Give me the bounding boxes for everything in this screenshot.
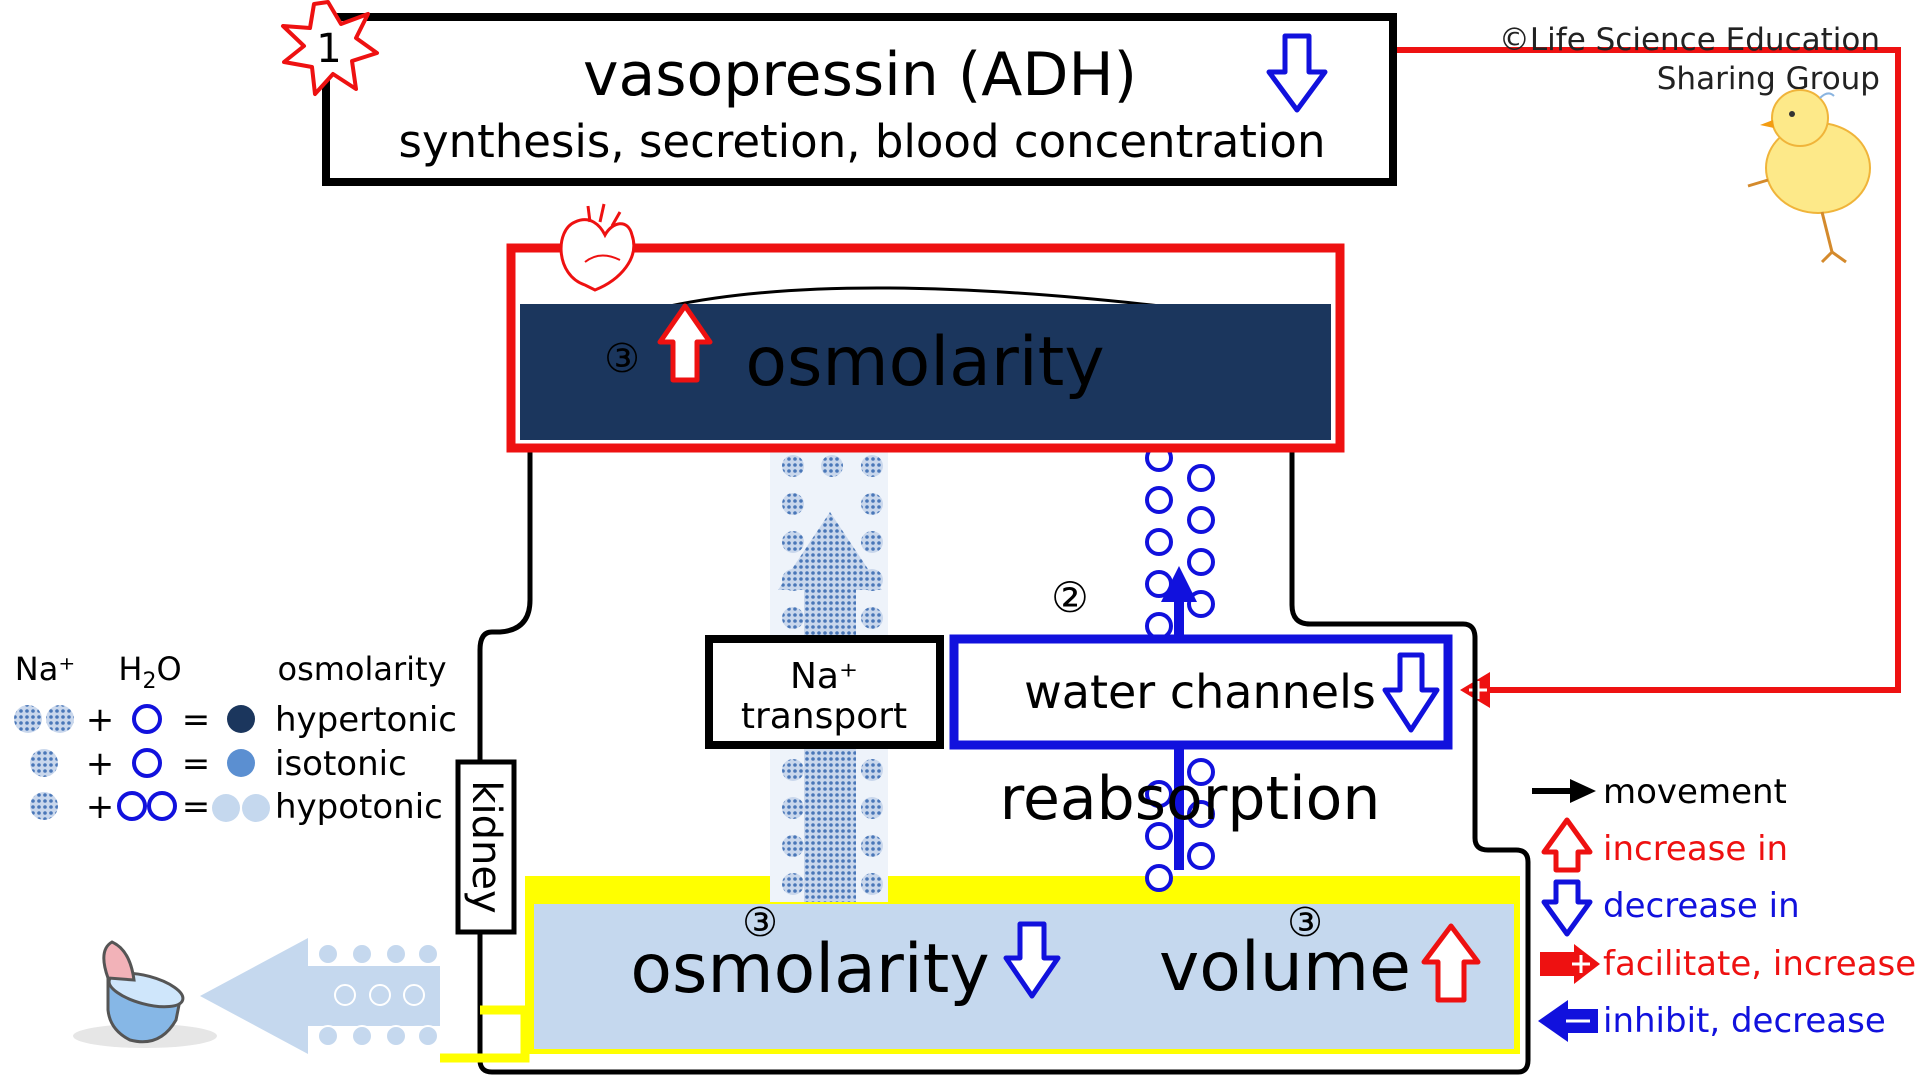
water-particle [1187,548,1215,576]
water-particle [1145,822,1173,850]
na-particle [861,531,883,553]
key-hypotonic: hypotonic [275,787,443,827]
water-particle [1145,612,1173,640]
water-circles [1145,444,1215,892]
blood-meniscus [669,286,1161,308]
urine-osmolarity-label: osmolarity [630,930,989,1009]
na-transport-label-line2: transport [741,696,907,737]
water-channels-label: water channels [1024,665,1376,719]
blood-osmolarity-label: osmolarity [745,323,1104,402]
symbol-legend: movement increase in decrease in facilit… [1532,772,1916,1042]
toilet-icon [73,940,217,1048]
adh-decrease-arrow-icon [1266,33,1328,113]
key-equals: = [182,744,211,784]
key-plus: + [86,700,115,740]
na-particle [861,759,883,781]
key-plus: + [86,787,115,827]
increase-arrow-icon [1541,817,1593,873]
inhibit-arrow-icon [1538,1000,1598,1042]
movement-arrow-icon [1532,779,1596,803]
na-particle [861,455,883,477]
na-particle [782,873,804,895]
legend-decrease: decrease in [1603,886,1800,926]
key-isotonic: isotonic [275,744,407,784]
urine-outflow-line [440,1005,530,1063]
key-hypertonic: hypertonic [275,700,457,740]
water-particle [1187,800,1215,828]
burst-icon [281,0,379,96]
legend-facilitate: facilitate, increase [1603,944,1916,984]
urine-outflow-arrow [200,938,440,1054]
feedback-line [1393,47,1901,693]
chick-icon [1747,89,1871,264]
na-particle [861,835,883,857]
na-particle [782,455,804,477]
blood-region [520,304,1331,440]
kidney-label-box [455,759,517,935]
key-header-osmolarity: osmolarity [277,650,446,688]
burst-number: 1 [316,26,341,72]
water-channels-decrease-arrow-icon [1382,652,1440,733]
water-particle [1145,864,1173,892]
adh-box [322,13,1397,186]
reabsorption-label: reabsorption [1000,764,1381,834]
water-particle [1187,506,1215,534]
facilitate-arrow-icon [1540,944,1600,984]
water-particle [1187,758,1215,786]
water-channels-box [949,634,1453,750]
na-particle [861,493,883,515]
blood-marker: ③ [604,336,640,382]
water-particle [1145,486,1173,514]
key-header-na: Na⁺ [15,650,75,688]
na-particle [861,797,883,819]
copyright-line1: ©Life Science Education [1499,22,1880,58]
na-particle [782,797,804,819]
copyright-line2: Sharing Group [1657,61,1880,97]
kidney-outline [477,447,1531,1075]
blood-increase-arrow-icon [657,303,713,383]
legend-inhibit: inhibit, decrease [1603,1001,1886,1041]
urine-osmolarity-decrease-arrow-icon [1003,921,1061,999]
step-2-marker: ② [1051,573,1089,622]
water-particle [1145,780,1173,808]
decrease-arrow-icon [1541,879,1593,937]
na-particle [861,873,883,895]
na-particle [782,835,804,857]
na-particle [782,493,804,515]
key-header-h2o: H2O [118,650,181,694]
legend-movement: movement [1603,772,1787,812]
key-equals: = [182,700,211,740]
adh-title: vasopressin (ADH) [583,40,1137,110]
na-particle [782,607,804,629]
na-transport-label-line1: Na⁺ [790,656,858,697]
adh-subtitle: synthesis, secretion, blood concentratio… [399,115,1326,168]
water-particle [1187,842,1215,870]
na-particle [782,531,804,553]
osmolarity-key: Na⁺ H2O osmolarity + = hypertonic + = is… [14,650,457,827]
na-particle [861,607,883,629]
urine-marker-right: ③ [1287,900,1323,946]
water-particle [1145,528,1173,556]
kidney-label: kidney [463,780,509,913]
na-particle [821,455,843,477]
na-particle [782,759,804,781]
urine-marker-left: ③ [742,900,778,946]
urine-volume-label: volume [1159,928,1411,1007]
key-plus: + [86,744,115,784]
urine-volume-increase-arrow-icon [1421,923,1481,1003]
water-particle [1187,464,1215,492]
legend-increase: increase in [1603,829,1788,869]
na-transport-box [705,635,944,749]
heart-icon [559,203,636,292]
key-equals: = [182,787,211,827]
